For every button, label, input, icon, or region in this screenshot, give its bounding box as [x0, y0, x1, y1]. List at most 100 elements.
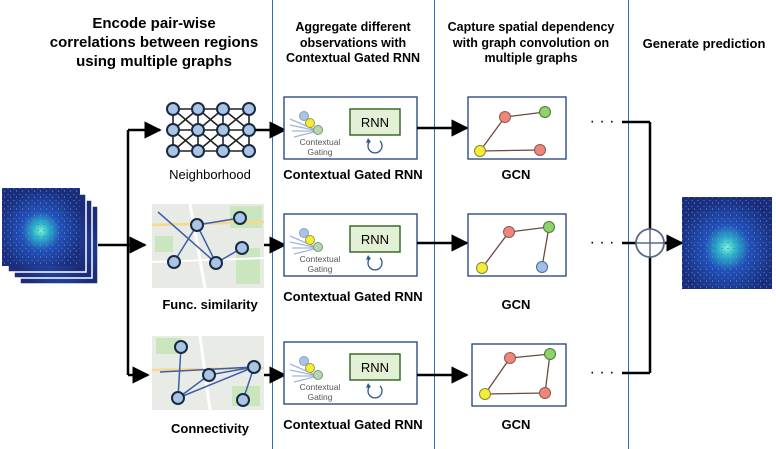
recurrent-loop-icon — [367, 257, 383, 271]
recurrent-loop-icon — [367, 385, 383, 399]
gcn-node-yellow — [476, 262, 488, 274]
grid-node — [191, 144, 205, 158]
rnn-label-3: Contextual Gated RNN — [283, 417, 423, 432]
input-branch-arrows — [98, 121, 162, 384]
graph-edge — [208, 366, 255, 376]
rnn-box-layer: ContextualGatingRNNContextualGatingRNNCo… — [283, 96, 418, 405]
grid-node — [216, 144, 230, 158]
gcn-node-green — [539, 106, 551, 118]
gcn-box-2 — [467, 213, 567, 277]
gcn-edge — [479, 116, 506, 152]
gating-node-yellow — [305, 363, 315, 373]
grid-node — [242, 102, 256, 116]
gcn-label-3: GCN — [501, 417, 531, 432]
contextual-gating-label: Contextual — [300, 254, 341, 264]
gcn-node-red — [503, 226, 515, 238]
graph-node — [209, 256, 223, 270]
column-separator-1 — [272, 0, 273, 449]
rnn-cell — [349, 225, 401, 253]
contextual-gating-label: Gating — [307, 264, 332, 274]
rnn-to-gcn-arrows — [417, 119, 469, 384]
graph-edge — [157, 211, 217, 264]
grid-node — [242, 144, 256, 158]
graph-edge — [177, 346, 182, 399]
gcn-label-2: GCN — [501, 297, 531, 312]
aggregation-lines — [622, 120, 684, 375]
grid-node — [166, 102, 180, 116]
graph-edge — [177, 366, 255, 399]
rnn-label-1: Contextual Gated RNN — [283, 167, 423, 182]
gcn-node-red — [499, 111, 511, 123]
ellipsis-3: · · · — [590, 364, 615, 381]
output-heatmap-texture — [682, 197, 772, 289]
graph-node — [233, 211, 247, 225]
grid-node — [191, 123, 205, 137]
rnn-cell-label: RNN — [361, 232, 389, 247]
grid-node — [166, 144, 180, 158]
gcn-edge — [541, 226, 550, 268]
gating-node-yellow — [305, 118, 315, 128]
contextual-gating-label: Contextual — [300, 382, 341, 392]
gcn-node-red — [534, 144, 546, 156]
graph-label-connectivity: Connectivity — [170, 421, 249, 436]
gcn-node-green — [543, 221, 555, 233]
gcn-edge — [544, 353, 551, 394]
header-generate: Generate prediction — [642, 36, 766, 51]
graph-edge — [196, 224, 217, 264]
graph-node — [174, 340, 188, 354]
func-similarity-map — [151, 203, 265, 289]
map-park-area — [155, 236, 173, 252]
ellipsis-2: · · · — [590, 234, 615, 251]
graph-node — [190, 218, 204, 232]
graph-node — [167, 255, 181, 269]
connectivity-map — [151, 335, 265, 411]
graph-node — [236, 393, 250, 407]
grid-node — [216, 123, 230, 137]
gcn-label-1: GCN — [501, 167, 531, 182]
gcn-node-green — [544, 348, 556, 360]
graph-node — [247, 360, 261, 374]
gcn-edge — [484, 357, 511, 395]
heatmap-frame-texture — [2, 188, 80, 266]
gating-node-green — [313, 125, 323, 135]
input-heatmap-stack — [2, 188, 99, 285]
recurrent-loop-arrowhead — [366, 383, 371, 388]
graph-edge — [196, 217, 241, 226]
rnn-cell — [349, 108, 401, 136]
gcn-edge — [508, 226, 550, 233]
gcn-box-3 — [471, 343, 567, 407]
gcn-node-yellow — [479, 388, 491, 400]
grid-node — [166, 123, 180, 137]
column-separator-2 — [434, 0, 435, 449]
graph-label-neighborhood: Neighborhood — [169, 167, 251, 182]
graph-to-rnn-arrows — [255, 121, 287, 384]
gating-node-blue — [299, 111, 309, 121]
graph-edge — [173, 224, 198, 263]
rnn-cell — [349, 353, 401, 381]
recurrent-loop-arrowhead — [366, 255, 371, 260]
gating-node-blue — [299, 228, 309, 238]
recurrent-loop-arrowhead — [366, 138, 371, 143]
gcn-node-red — [539, 387, 551, 399]
graph-node — [171, 391, 185, 405]
rnn-label-2: Contextual Gated RNN — [283, 289, 423, 304]
graph-label-func-similarity: Func. similarity — [162, 297, 258, 312]
gcn-edge — [484, 392, 546, 395]
output-heatmap — [682, 197, 772, 289]
gating-node-yellow — [305, 235, 315, 245]
gating-node-green — [313, 370, 323, 380]
gcn-node-yellow — [474, 145, 486, 157]
contextual-gating-label: Gating — [307, 147, 332, 157]
gating-node-green — [313, 242, 323, 252]
grid-node — [191, 102, 205, 116]
graph-node — [235, 241, 249, 255]
rnn-cell-label: RNN — [361, 360, 389, 375]
graph-node — [202, 368, 216, 382]
